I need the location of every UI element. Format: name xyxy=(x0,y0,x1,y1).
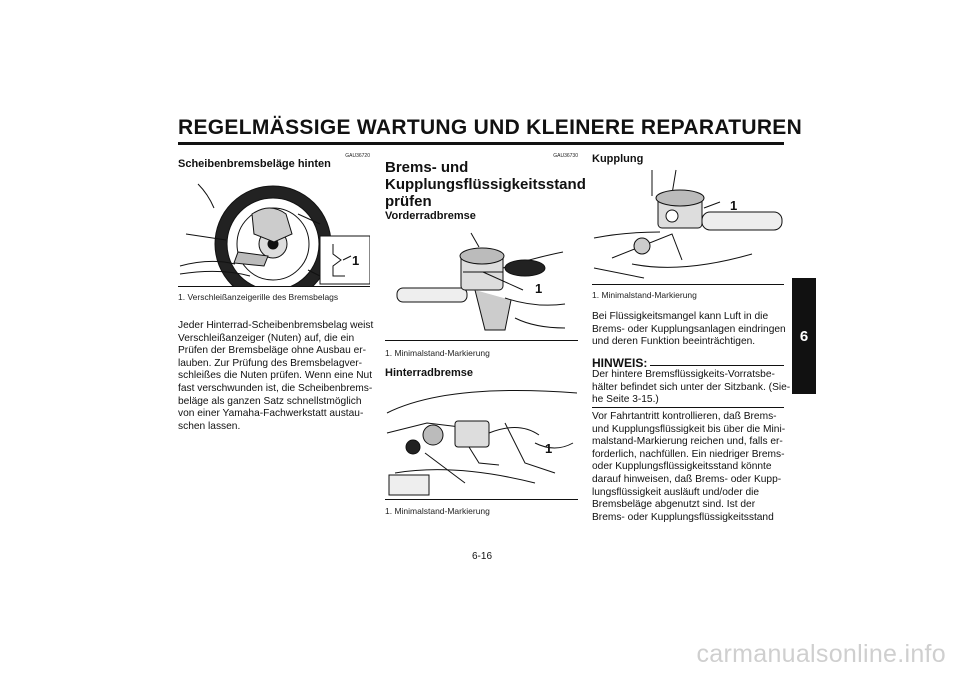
front-brake-illustration xyxy=(396,232,566,331)
body-line: von einer Yamaha-Fachwerkstatt austau- xyxy=(178,408,364,420)
body-line: Brems- oder Kupplungsanlagen eindringen xyxy=(592,323,786,335)
figure-label: 1 xyxy=(352,253,360,268)
note-line: Der hintere Bremsflüssigkeits-Vorratsbe- xyxy=(592,369,775,380)
section-heading-rear-pads: Scheibenbremsbeläge hinten xyxy=(178,158,331,170)
header-rule xyxy=(178,142,784,145)
rear-brake-illustration xyxy=(179,183,371,303)
body-line: Bremsbeläge abgenutzt sind. Ist der xyxy=(592,499,756,511)
note-body: Der hintere Bremsflüssigkeits-Vorratsbe-… xyxy=(592,369,790,407)
note-rule-top xyxy=(650,365,784,366)
front-brake-figure: 1 xyxy=(385,228,578,341)
body-line: und Kupplungsflüssigkeit bis über die Mi… xyxy=(592,423,786,435)
body-line: lauben. Zur Prüfung des Bremsbelagver- xyxy=(178,357,363,369)
body-line: Jeder Hinterrad-Scheibenbremsbelag weist xyxy=(178,320,374,331)
page-header-title: REGELMÄSSIGE WARTUNG UND KLEINERE REPARA… xyxy=(178,116,803,139)
figure-caption: 1. Minimalstand-Markierung xyxy=(385,506,490,516)
note-title: HINWEIS: xyxy=(592,356,648,370)
figure-caption: 1. Minimalstand-Markierung xyxy=(385,348,490,358)
clutch-figure: 1 xyxy=(592,168,784,285)
body-line: darauf hinweisen, daß Brems- oder Kupp- xyxy=(592,473,782,485)
rear-brake-figure: 1 xyxy=(178,174,371,303)
figure-label: 1 xyxy=(545,441,553,456)
body-line: schen lassen. xyxy=(178,420,241,432)
clutch-illustration xyxy=(593,169,783,279)
rear-pads-body: Jeder Hinterrad-Scheibenbremsbelag weist… xyxy=(178,320,373,433)
rear-reservoir-illustration xyxy=(386,390,578,496)
clutch-body: Bei Flüssigkeitsmangel kann Luft in die … xyxy=(592,311,786,349)
figure-label: 1 xyxy=(730,198,738,213)
body-line: Verschleißanzeiger (Nuten) auf, die ein xyxy=(178,332,355,344)
heading-line: Kupplungsflüssigkeitsstand xyxy=(385,176,586,193)
watermark: carmanualsonline.info xyxy=(696,640,946,668)
figure-caption: 1. Minimalstand-Markierung xyxy=(592,290,697,300)
body-line: Brems- oder Kupplungsflüssigkeitsstand xyxy=(592,511,774,523)
section-code: GAU36720 xyxy=(345,153,370,159)
heading-line: prüfen xyxy=(385,193,432,210)
note-line: he Seite 3-15.) xyxy=(592,394,659,406)
body-line: forderlich, nachfüllen. Ein niedriger Br… xyxy=(592,448,785,460)
body-line: Bei Flüssigkeitsmangel kann Luft in die xyxy=(592,311,769,322)
fluid-check-body: Vor Fahrtantritt kontrollieren, daß Brem… xyxy=(592,411,785,524)
figure-label: 1 xyxy=(535,281,543,296)
rear-brake-reservoir-figure: 1 xyxy=(385,383,578,500)
heading-line: Brems- und xyxy=(385,159,469,176)
section-code: GAU36730 xyxy=(553,153,578,159)
section-heading-clutch: Kupplung xyxy=(592,153,644,165)
subheading-front-brake: Vorderradbremse xyxy=(385,210,476,222)
body-line: fast verschwunden ist, die Scheibenbrems… xyxy=(178,382,373,394)
body-line: beläge als ganzen Satz schnellstmöglich xyxy=(178,395,362,407)
body-line: lungsflüssigkeit ausläuft und/oder die xyxy=(592,486,760,498)
body-line: oder Kupplungsflüssigkeitsstand könnte xyxy=(592,461,772,473)
note-line: hälter befindet sich unter der Sitzbank.… xyxy=(592,381,791,393)
body-line: Vor Fahrtantritt kontrollieren, daß Brem… xyxy=(592,411,777,422)
body-line: malstand-Markierung reichen und, falls e… xyxy=(592,436,783,448)
note-rule-bottom xyxy=(592,407,784,408)
section-heading-fluid-levels: Brems- und Kupplungsflüssigkeitsstand pr… xyxy=(385,159,586,210)
chapter-tab: 6 xyxy=(792,278,816,394)
body-line: Prüfen der Bremsbeläge ohne Ausbau er- xyxy=(178,345,367,357)
figure-caption: 1. Verschleißanzeigerille des Bremsbelag… xyxy=(178,292,339,302)
body-line: schleißes die Nuten prüfen. Wenn eine Nu… xyxy=(178,370,373,382)
body-line: und deren Funktion beeinträchtigen. xyxy=(592,336,756,348)
page-number: 6-16 xyxy=(471,551,492,562)
subheading-rear-brake: Hinterradbremse xyxy=(385,367,474,379)
